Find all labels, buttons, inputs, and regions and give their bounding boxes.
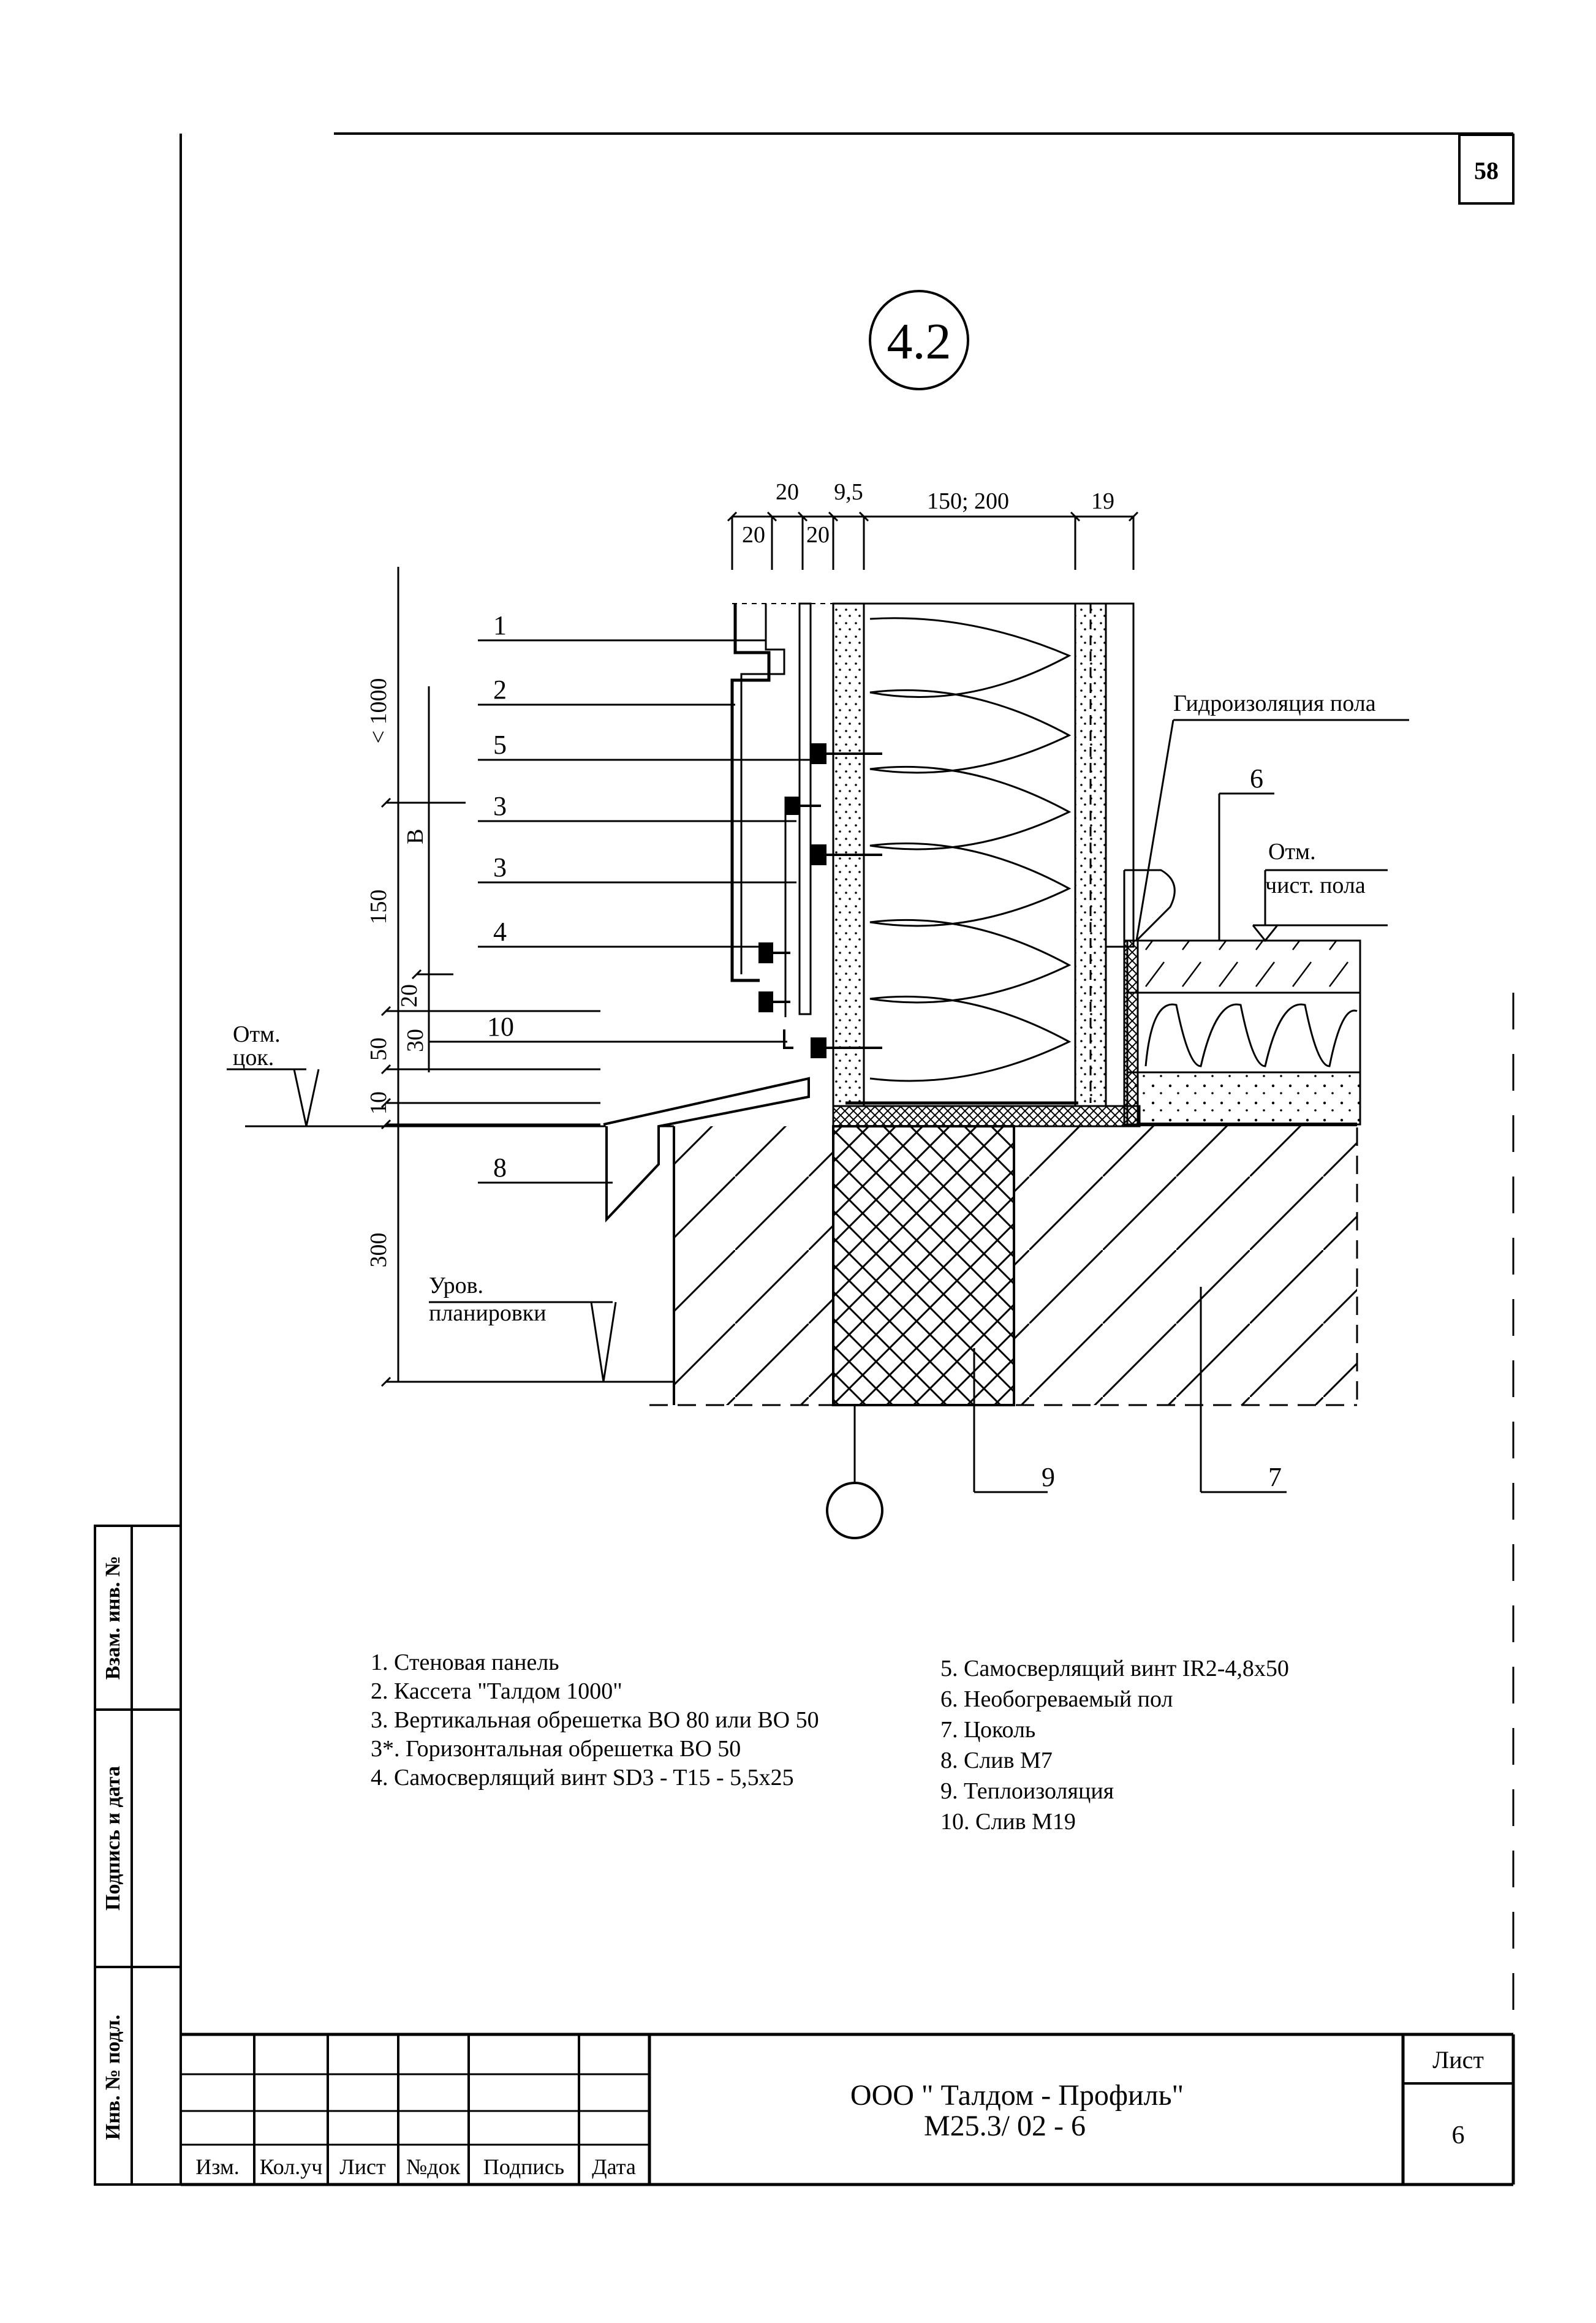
floor-screed — [1126, 939, 1361, 994]
plinth-concrete — [674, 1126, 1357, 1405]
tb-sheet-label: Лист — [1432, 2046, 1484, 2074]
callout-7: 7 — [1268, 1462, 1282, 1492]
page-number: 58 — [1474, 157, 1499, 184]
dim-b: В — [403, 828, 428, 844]
dim-20-lower-a: 20 — [742, 522, 765, 548]
legend-item-7: 7. Цоколь — [940, 1717, 1035, 1743]
floor-insulation — [1126, 991, 1361, 1074]
legend-item-8: 8. Слив М7 — [940, 1748, 1053, 1773]
floor-edge-insulation — [1123, 939, 1139, 1126]
legend-left: 1. Стеновая панель 2. Кассета "Талдом 10… — [371, 1650, 819, 1791]
dim-150-200: 150; 200 — [927, 488, 1009, 514]
label-grade-level-2: планировки — [429, 1300, 546, 1326]
callout-5: 5 — [493, 730, 507, 760]
cassette-panel — [730, 604, 771, 982]
legend-item-2: 2. Кассета "Талдом 1000" — [371, 1678, 622, 1704]
callout-8: 8 — [493, 1153, 507, 1183]
tb-col-izm: Изм. — [195, 2154, 240, 2179]
label-floor-level-2: чист. пола — [1265, 873, 1366, 898]
dim-10: 10 — [366, 1091, 391, 1115]
callout-3b: 3 — [493, 852, 507, 882]
dim-lt1000: < 1000 — [366, 678, 391, 744]
label-floor-waterproofing: Гидроизоляция пола — [1173, 691, 1376, 716]
callout-4: 4 — [493, 917, 507, 947]
side-stamp-vzam: Взам. инв. № — [102, 1556, 124, 1680]
left-dimensions — [380, 567, 662, 1387]
legend-item-1: 1. Стеновая панель — [371, 1650, 559, 1675]
dim-20-lower-b: 20 — [806, 522, 830, 548]
flashing-m7 — [603, 1077, 810, 1223]
legend-item-6: 6. Необогреваемый пол — [940, 1686, 1173, 1712]
top-dimensions — [727, 511, 1139, 570]
wall-sheathing-inner — [1074, 602, 1107, 1107]
tb-code: М25.3/ 02 - 6 — [924, 2110, 1086, 2142]
tb-col-list: Лист — [339, 2154, 386, 2179]
dim-20-side: 20 — [396, 984, 422, 1007]
callout-10: 10 — [487, 1012, 514, 1042]
callout-leaders — [478, 639, 1409, 1493]
tb-col-data: Дата — [592, 2154, 636, 2179]
title-block — [181, 2033, 1515, 2185]
wall-mineral-insulation — [863, 602, 1076, 1107]
legend-right: 5. Самосверлящий винт IR2-4,8х50 6. Необ… — [940, 1656, 1289, 1835]
label-plinth-level-2: цок. — [233, 1045, 274, 1071]
vertical-batten — [798, 602, 812, 1015]
callout-2: 2 — [493, 675, 507, 705]
legend-item-9: 9. Теплоизоляция — [940, 1778, 1114, 1804]
legend-item-3: 3. Вертикальная обрешетка ВО 80 или ВО 5… — [371, 1707, 819, 1733]
tb-sheet-number: 6 — [1452, 2121, 1465, 2150]
callout-6: 6 — [1250, 764, 1263, 794]
dim-9-5: 9,5 — [834, 479, 863, 505]
base-seal — [832, 1105, 1141, 1127]
callout-9: 9 — [1042, 1462, 1055, 1492]
legend-item-3star: 3*. Горизонтальная обрешетка ВО 50 — [371, 1736, 741, 1762]
label-floor-level-1: Отм. — [1268, 839, 1316, 865]
label-grade-level-1: Уров. — [429, 1273, 483, 1298]
section-drawing — [227, 602, 1388, 1539]
axis-marker — [826, 1482, 883, 1539]
legend-item-4: 4. Самосверлящий винт SD3 - T15 - 5,5х25 — [371, 1765, 794, 1791]
legend-item-5: 5. Самосверлящий винт IR2-4,8х50 — [940, 1656, 1289, 1681]
dim-30: 30 — [403, 1029, 428, 1052]
side-stamp — [94, 1525, 182, 2186]
dim-150: 150 — [366, 890, 391, 925]
legend-item-10: 10. Слив М19 — [940, 1809, 1076, 1835]
side-stamp-podpis: Подпись и дата — [102, 1766, 124, 1911]
tb-col-podpis: Подпись — [483, 2154, 564, 2179]
screws — [758, 743, 882, 1058]
detail-number: 4.2 — [887, 313, 951, 370]
page-number-box: 58 — [1458, 134, 1515, 205]
label-plinth-level-1: Отм. — [233, 1021, 281, 1047]
dim-50: 50 — [366, 1037, 391, 1061]
flashing-m19 — [783, 1029, 793, 1049]
tb-company: ООО " Талдом - Профиль" — [850, 2079, 1184, 2112]
dim-20-upper: 20 — [776, 479, 799, 505]
detail-marker: 4.2 — [869, 290, 969, 390]
dim-300: 300 — [366, 1233, 391, 1268]
callout-1: 1 — [493, 610, 507, 640]
dim-19: 19 — [1091, 488, 1114, 514]
tb-col-ndok: №док — [406, 2154, 461, 2179]
callout-3a: 3 — [493, 791, 507, 821]
floor-concrete — [1126, 1071, 1361, 1126]
side-stamp-inv: Инв. № подл. — [102, 2015, 124, 2140]
tb-col-kolvo: Кол.уч — [260, 2154, 323, 2179]
